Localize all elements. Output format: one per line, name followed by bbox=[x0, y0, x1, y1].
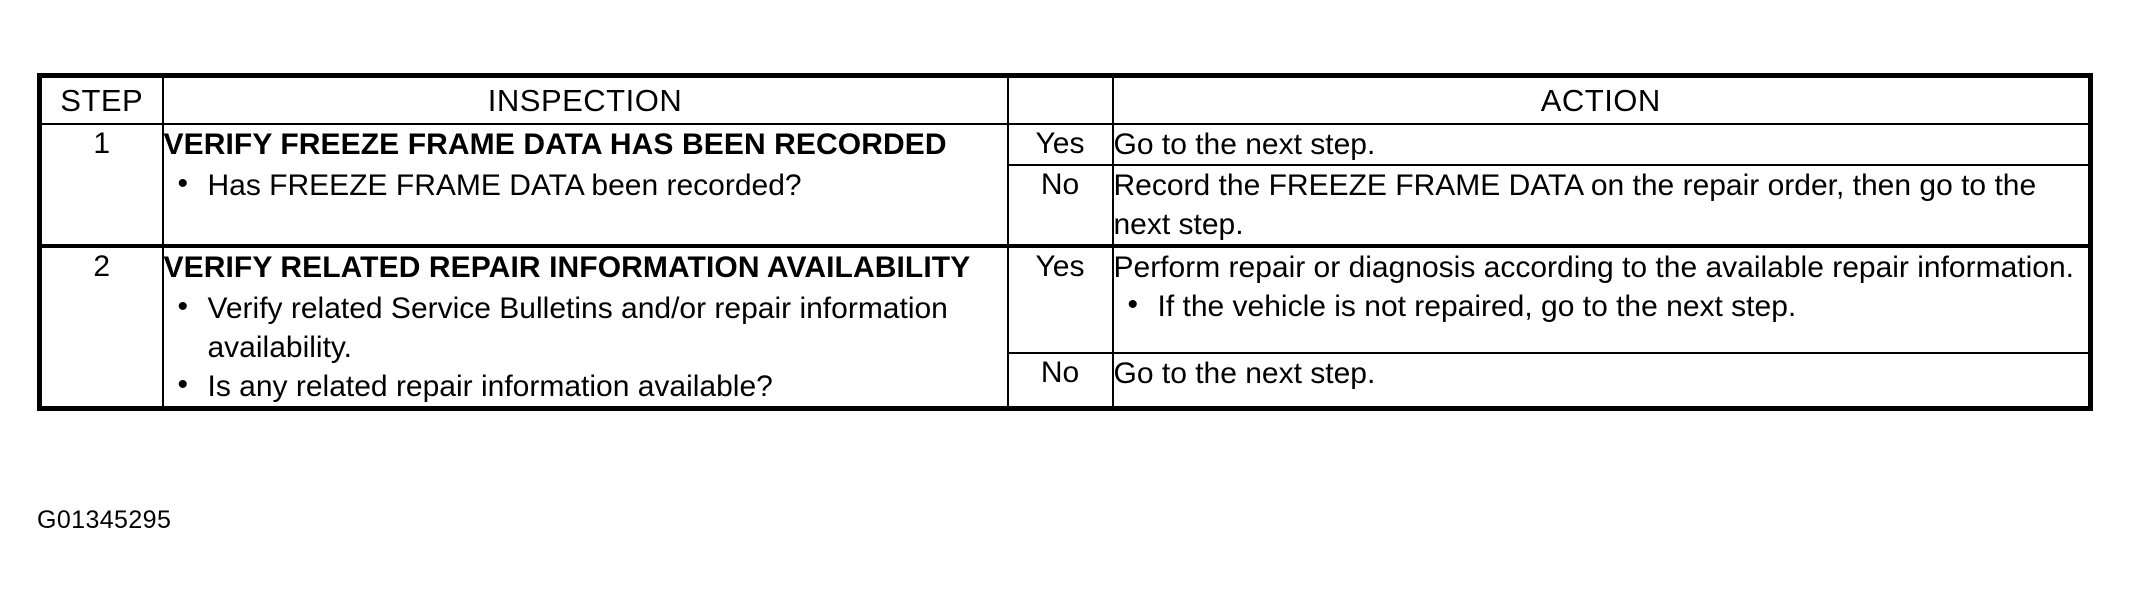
action-cell-no: Go to the next step. bbox=[1111, 351, 2092, 410]
action-cell-no: Record the FREEZE FRAME DATA on the repa… bbox=[1111, 164, 2092, 247]
table-row: 1 VERIFY FREEZE FRAME DATA HAS BEEN RECO… bbox=[38, 123, 2092, 247]
list-item: Is any related repair information availa… bbox=[164, 365, 1007, 406]
inspection-bullet-list: Has FREEZE FRAME DATA been recorded? bbox=[164, 164, 1007, 205]
action-text: Go to the next step. bbox=[1113, 356, 1376, 390]
table-row: No Go to the next step. bbox=[40, 351, 2092, 410]
inspection-title: VERIFY RELATED REPAIR INFORMATION AVAILA… bbox=[163, 251, 971, 284]
list-item: Has FREEZE FRAME DATA been recorded? bbox=[164, 164, 1007, 205]
action-text: Perform repair or diagnosis according to… bbox=[1113, 251, 2074, 284]
figure-caption: G01345295 bbox=[37, 506, 172, 534]
inspection-cell: VERIFY RELATED REPAIR INFORMATION AVAILA… bbox=[161, 244, 1009, 410]
action-text: Record the FREEZE FRAME DATA on the repa… bbox=[1113, 169, 2037, 241]
inspection-bullet-list: Verify related Service Bulletins and/or … bbox=[164, 287, 1007, 406]
header-row: STEP INSPECTION ACTION bbox=[38, 74, 2092, 125]
table-row: 2 VERIFY RELATED REPAIR INFORMATION AVAI… bbox=[38, 244, 2092, 410]
action-text: Go to the next step. bbox=[1113, 128, 1376, 161]
result-label-no: No bbox=[1006, 351, 1114, 410]
result-label-yes: Yes bbox=[1006, 244, 1114, 354]
step-number-cell: 2 bbox=[38, 244, 164, 410]
list-item: If the vehicle is not repaired, go to th… bbox=[1114, 285, 2089, 326]
diagnostic-procedure-table: STEP INSPECTION ACTION 1 VERIFY FREEZE F… bbox=[37, 73, 2093, 411]
list-item: Verify related Service Bulletins and/or … bbox=[164, 287, 1007, 367]
table-body: 1 VERIFY FREEZE FRAME DATA HAS BEEN RECO… bbox=[38, 123, 2092, 410]
header-yesno-spacer bbox=[1006, 74, 1114, 125]
table-row: No Record the FREEZE FRAME DATA on the r… bbox=[40, 164, 2092, 247]
result-label-no: No bbox=[1006, 164, 1114, 247]
action-cell-yes: Perform repair or diagnosis according to… bbox=[1111, 244, 2092, 354]
action-cell-yes: Go to the next step. bbox=[1111, 123, 2092, 166]
inspection-cell: VERIFY FREEZE FRAME DATA HAS BEEN RECORD… bbox=[161, 123, 1009, 247]
inspection-title: VERIFY FREEZE FRAME DATA HAS BEEN RECORD… bbox=[163, 128, 947, 161]
step-number-cell: 1 bbox=[38, 123, 164, 247]
table-header: STEP INSPECTION ACTION bbox=[38, 74, 2092, 125]
action-bullet-list: If the vehicle is not repaired, go to th… bbox=[1114, 285, 2089, 326]
header-action: ACTION bbox=[1111, 74, 2092, 125]
header-step: STEP bbox=[38, 74, 164, 125]
result-label-yes: Yes bbox=[1006, 123, 1114, 166]
header-inspection: INSPECTION bbox=[161, 74, 1009, 125]
